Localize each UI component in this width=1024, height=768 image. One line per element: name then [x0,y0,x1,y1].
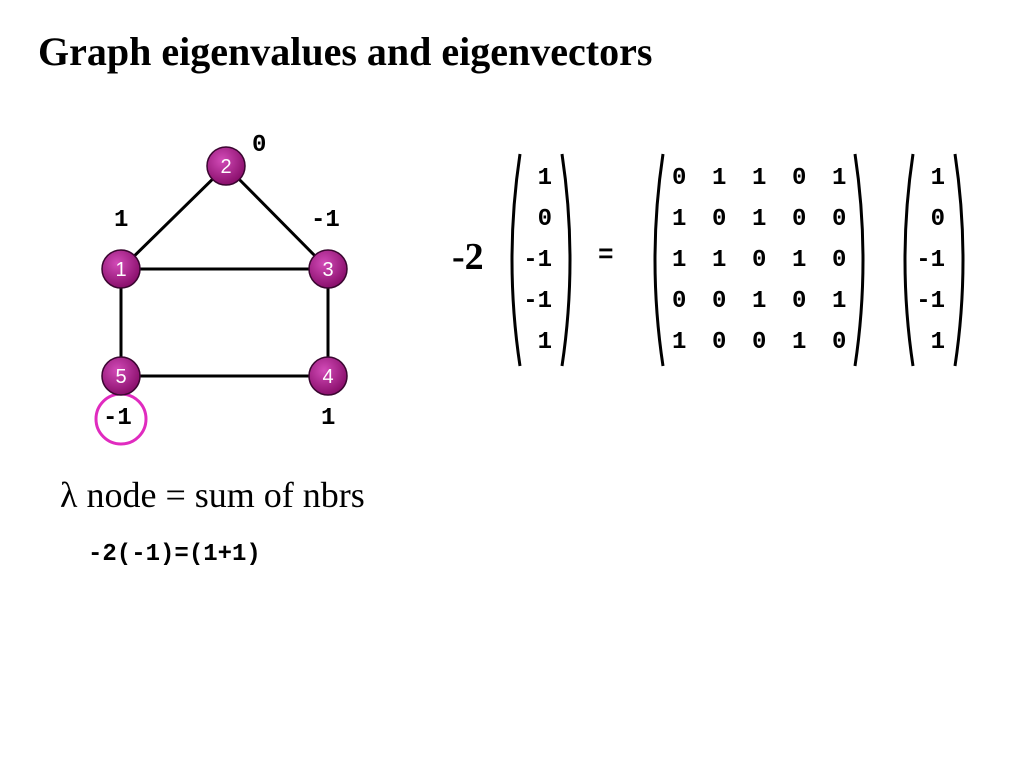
node-2: 2 [206,146,246,186]
matrix-cell: 0 [712,288,727,315]
example-formula: -2(-1)=(1+1) [88,541,261,568]
matrix-cell: 1 [752,165,767,192]
left-vector-entry: 1 [537,165,552,192]
page-title: Graph eigenvalues and eigenvectors [38,29,653,74]
node-label: 5 [115,366,126,388]
matrix-cell: 0 [832,206,847,233]
matrix-cell: 1 [792,247,807,274]
graph-edges [119,178,330,378]
matrix-cell: 1 [832,288,847,315]
node-5: 5 [101,356,141,396]
matrix-cell: 0 [752,329,767,356]
right-vector-entry: 1 [930,329,945,356]
node-value-3: -1 [311,207,340,234]
matrix-cell: 0 [832,329,847,356]
matrix-cell: 0 [712,206,727,233]
matrix-cell: 1 [752,288,767,315]
matrix-cell: 1 [672,206,687,233]
matrix-cell: 0 [672,288,687,315]
right-vector-brackets [903,153,965,367]
right-vector-entry: -1 [916,247,945,274]
matrix-cell: 1 [712,247,727,274]
left-vector-entry: -1 [523,288,552,315]
eigenvalue-scalar: -2 [452,236,484,278]
left-vector-entry: -1 [523,247,552,274]
matrix-cell: 1 [832,165,847,192]
node-label: 3 [322,259,333,281]
matrix-cell: 1 [672,247,687,274]
equals-sign: = [598,240,614,270]
node-circle [101,356,141,396]
left-vector: 1 0 -1 -1 1 [512,158,552,363]
node-label: 4 [322,366,333,388]
right-vector-entry: 1 [930,165,945,192]
right-vector-entry: -1 [916,288,945,315]
matrix-cell: 1 [792,329,807,356]
node-value-4: 1 [321,405,336,432]
matrix-cell: 0 [792,206,807,233]
left-vector-entry: 0 [537,206,552,233]
edge-2-3 [238,178,316,257]
matrix-cell: 1 [752,206,767,233]
left-vector-brackets [510,153,572,367]
node-label: 2 [220,156,231,178]
matrix-cell: 0 [832,247,847,274]
right-vector: 1 0 -1 -1 1 [905,158,945,363]
matrix-cell: 0 [672,165,687,192]
matrix-cell: 0 [792,288,807,315]
matrix-cell: 1 [672,329,687,356]
matrix-cell: 0 [712,329,727,356]
matrix-cell: 1 [712,165,727,192]
caption-text: node = sum of nbrs [77,475,365,515]
right-vector-entry: 0 [930,206,945,233]
node-value-5: -1 [103,405,132,432]
edge-1-2 [133,178,214,257]
matrix-cell: 0 [792,165,807,192]
node-circle [308,249,348,289]
node-4: 4 [308,356,348,396]
lambda-symbol: λ [60,475,78,515]
node-3: 3 [308,249,348,289]
node-circle [101,249,141,289]
matrix-brackets [653,153,865,367]
node-1: 1 [101,249,141,289]
node-value-2: 0 [252,132,267,159]
node-circle [206,146,246,186]
graph-nodes: 1 2 3 4 5 [101,146,348,396]
node-label: 1 [115,259,126,281]
caption: λ node = sum of nbrs [60,474,365,516]
node-value-1: 1 [114,207,129,234]
matrix-cell: 0 [752,247,767,274]
node-circle [308,356,348,396]
left-vector-entry: 1 [537,329,552,356]
